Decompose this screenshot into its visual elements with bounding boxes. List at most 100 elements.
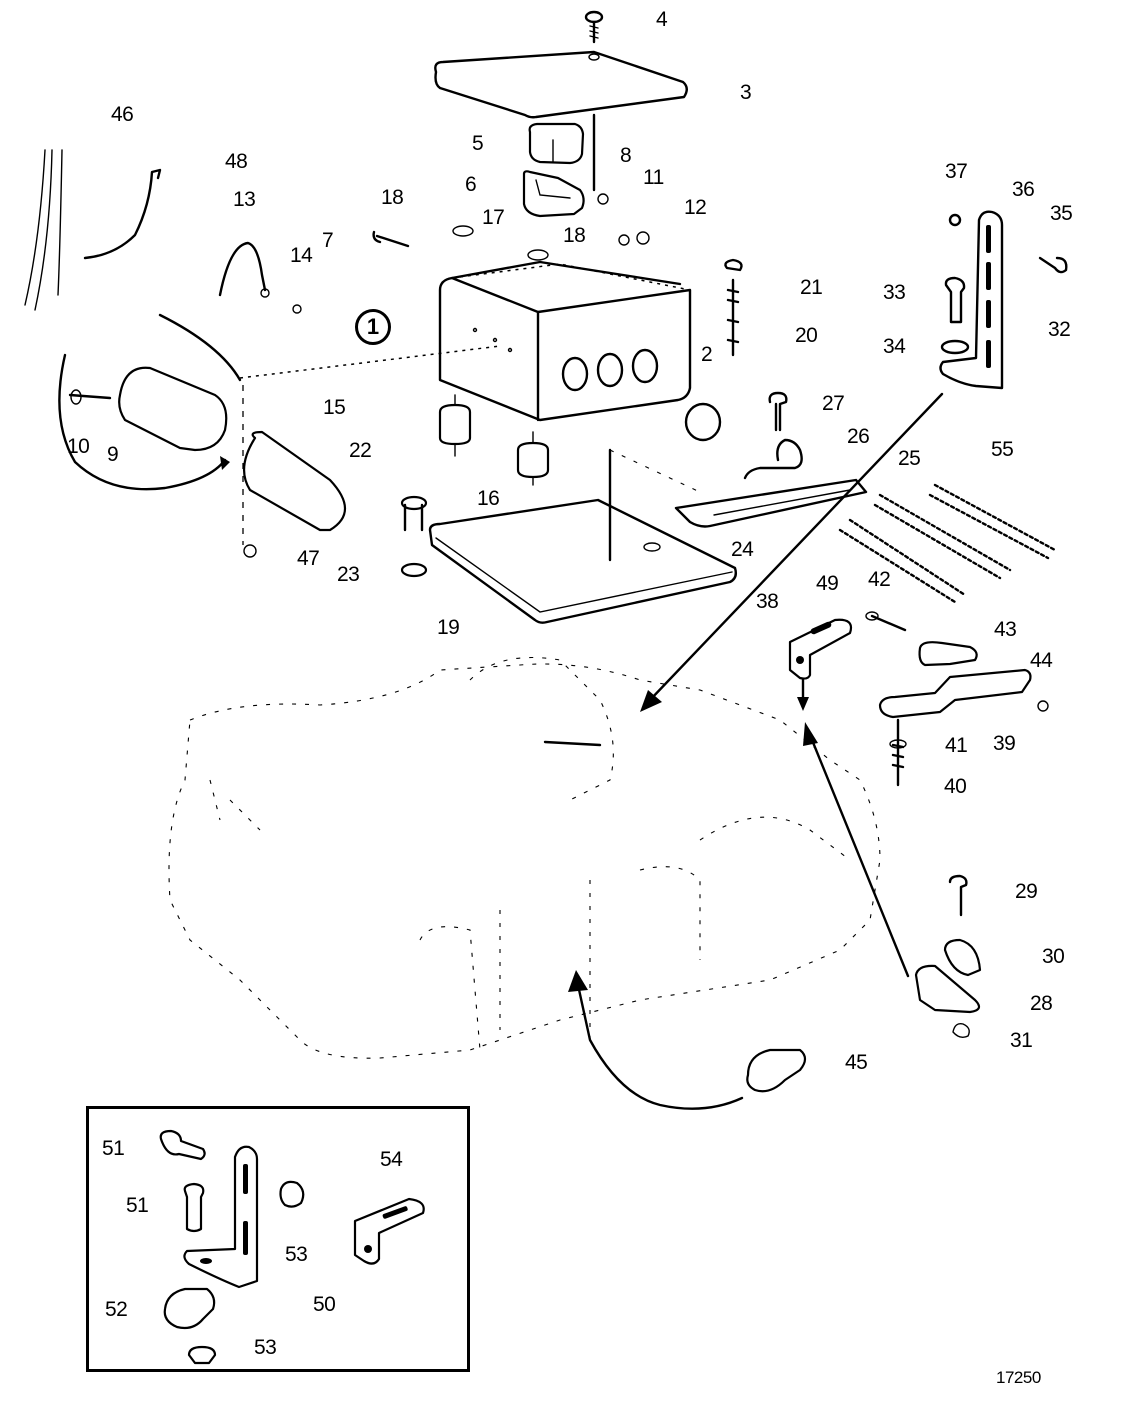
nut-53-lower-icon	[187, 1345, 217, 1365]
part-label: 46	[111, 103, 134, 126]
nut-47	[243, 544, 257, 558]
clamp-45	[746, 1048, 807, 1093]
part-label: 24	[731, 538, 754, 561]
callout-circle-1: 1	[355, 309, 391, 345]
inset-part-label: 54	[380, 1148, 403, 1171]
cable-46	[83, 168, 162, 260]
part-label: 43	[994, 618, 1017, 641]
inset-part-label: 53	[285, 1243, 308, 1266]
bolt-51-vertical-icon	[183, 1182, 205, 1233]
part-label: 28	[1030, 992, 1053, 1015]
part-label: 39	[993, 732, 1016, 755]
stud-20-icon	[724, 258, 743, 357]
part-label: 48	[225, 150, 248, 173]
part-label: 13	[233, 188, 256, 211]
cable-48	[158, 313, 242, 382]
solenoid-9	[118, 366, 228, 452]
bolt-33-icon	[944, 276, 966, 324]
part-label: 33	[883, 281, 906, 304]
part-label: 20	[795, 324, 818, 347]
part-label: 27	[822, 392, 845, 415]
mounting-bracket-32	[939, 210, 1004, 390]
bracket-50	[183, 1145, 259, 1289]
nut-37-icon	[948, 213, 962, 227]
washer-18	[527, 249, 549, 261]
part-label: 34	[883, 335, 906, 358]
nut-31-icon	[952, 1022, 970, 1039]
engine-outline	[168, 657, 881, 1059]
part-label: 45	[845, 1051, 868, 1074]
isolator-mount-b	[516, 441, 550, 479]
screw-4-icon	[584, 10, 604, 44]
part-label: 18	[563, 224, 586, 247]
figure-number: 17250	[996, 1368, 1041, 1387]
inset-artwork	[159, 1129, 425, 1365]
part-label: 36	[1012, 178, 1035, 201]
part-label: 40	[944, 775, 967, 798]
alternative-bracket-kit-inset: 51 54 51 53 52 50 53	[86, 1106, 470, 1372]
bolt-18-icon	[372, 230, 410, 248]
part-label: 42	[868, 568, 891, 591]
part-label: 17	[482, 206, 505, 229]
screw-29-icon	[948, 874, 968, 917]
bracket-49	[788, 618, 853, 680]
conduit-55	[838, 483, 1057, 604]
nut-53-icon	[279, 1180, 305, 1208]
base-plate-19	[428, 498, 738, 624]
part-label: 3	[740, 81, 752, 104]
part-label: 31	[1010, 1029, 1033, 1052]
stud-40-icon	[891, 718, 905, 787]
part-label: 41	[945, 734, 968, 757]
clip-43	[918, 641, 978, 667]
clamp-52	[163, 1287, 216, 1330]
part-label: 9	[107, 443, 119, 466]
part-label: 44	[1030, 649, 1053, 672]
part-label: 49	[816, 572, 839, 595]
part-label: 10	[67, 435, 90, 458]
washer-34	[940, 339, 970, 355]
part-label: 26	[847, 425, 870, 448]
junction-box-2	[438, 260, 692, 422]
isolator-mount-a	[438, 403, 472, 446]
screw-10-icon	[68, 393, 112, 400]
inset-part-label: 51	[126, 1194, 149, 1217]
inset-part-label: 52	[105, 1298, 128, 1321]
part-label: 5	[472, 132, 484, 155]
strap-44	[878, 668, 1032, 719]
bolt-16-icon	[400, 495, 428, 578]
part-label: 15	[323, 396, 346, 419]
inset-part-label: 51	[102, 1137, 125, 1160]
bracket-28	[914, 964, 981, 1014]
part-label: 14	[290, 244, 313, 267]
part-label: 7	[322, 229, 334, 252]
rubber-boot-22	[243, 430, 346, 532]
part-label: 16	[477, 487, 500, 510]
bolt-35-icon	[1038, 256, 1068, 274]
part-label: 6	[465, 173, 477, 196]
inset-part-label: 50	[313, 1293, 336, 1316]
part-label: 8	[620, 144, 632, 167]
clamp-30	[943, 938, 982, 977]
inset-part-label: 53	[254, 1336, 277, 1359]
part-label: 35	[1050, 202, 1073, 225]
terminal-strip-24	[674, 478, 868, 528]
part-label: 55	[991, 438, 1014, 461]
part-label: 38	[756, 590, 779, 613]
part-label: 25	[898, 447, 921, 470]
part-label: 11	[643, 166, 664, 189]
part-label: 21	[800, 276, 823, 299]
cover-plate-3	[434, 50, 688, 119]
cable-13	[218, 241, 267, 297]
part-label: 22	[349, 439, 372, 462]
part-label: 12	[684, 196, 707, 219]
screw-27-icon	[768, 391, 788, 432]
part-label: 2	[701, 343, 713, 366]
wiring-loop	[58, 353, 227, 491]
part-label: 32	[1048, 318, 1071, 341]
part-label: 47	[297, 547, 320, 570]
part-label: 18	[381, 186, 404, 209]
part-label: 23	[337, 563, 360, 586]
part-label: 4	[656, 8, 668, 31]
part-label: 29	[1015, 880, 1038, 903]
